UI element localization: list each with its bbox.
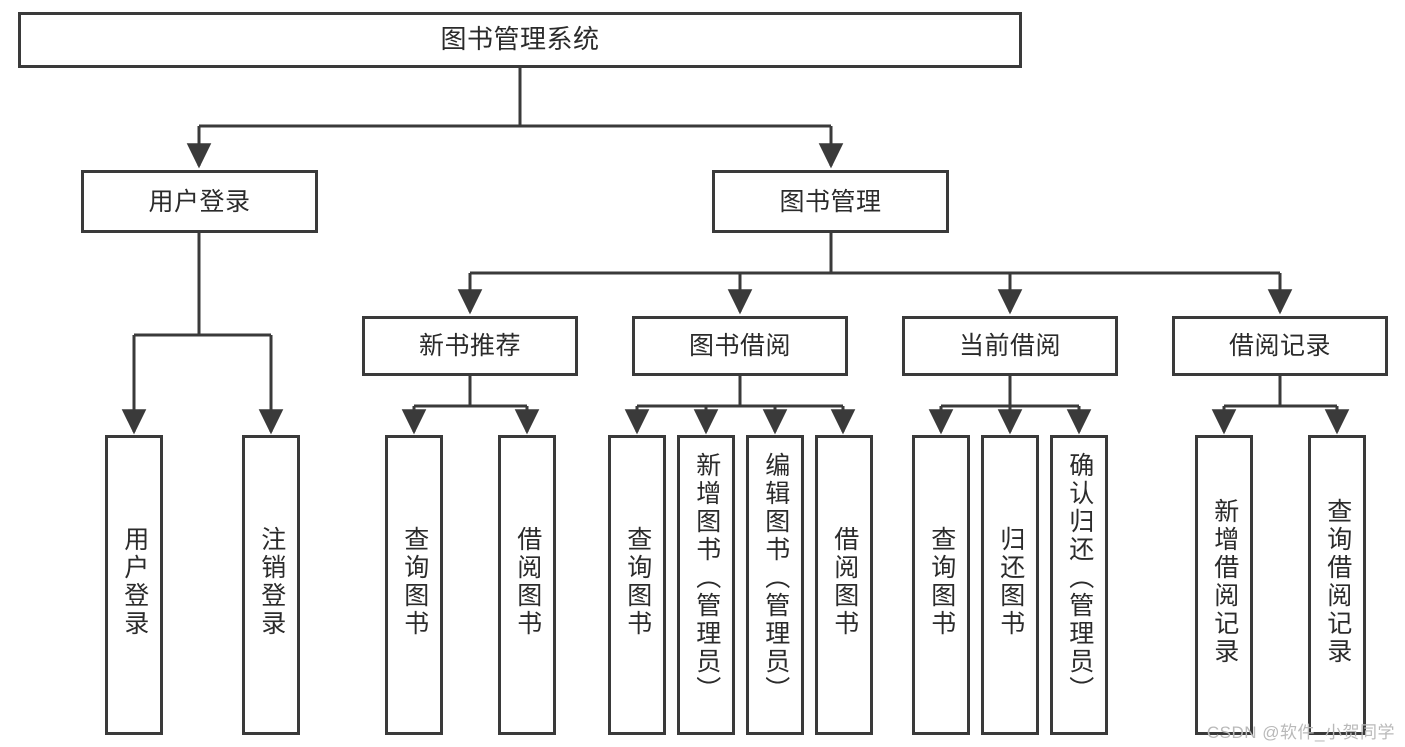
leaf-user-login[interactable]: 用户登录 (105, 435, 163, 735)
node-root-label: 图书管理系统 (440, 24, 600, 55)
leaf-query-record-label: 查询借阅记录 (1323, 498, 1352, 666)
leaf-confirm-return[interactable]: 确认归还（管理员） (1050, 435, 1108, 735)
leaf-add-book[interactable]: 新增图书（管理员） (677, 435, 735, 735)
leaf-add-record[interactable]: 新增借阅记录 (1195, 435, 1253, 735)
leaf-query-book-2-label: 查询图书 (623, 526, 652, 638)
csdn-watermark: CSDN @软件_小贺同学 (1206, 723, 1395, 742)
leaf-confirm-return-label: 确认归还（管理员） (1065, 452, 1094, 704)
leaf-logout-login[interactable]: 注销登录 (242, 435, 300, 735)
leaf-query-book-3[interactable]: 查询图书 (912, 435, 970, 735)
leaf-edit-book-label: 编辑图书（管理员） (761, 452, 790, 704)
leaf-borrow-book-2-label: 借阅图书 (830, 526, 859, 638)
node-book-borrow[interactable]: 图书借阅 (632, 316, 848, 376)
node-current-borrow[interactable]: 当前借阅 (902, 316, 1118, 376)
leaf-add-book-label: 新增图书（管理员） (692, 452, 721, 704)
leaf-edit-book[interactable]: 编辑图书（管理员） (746, 435, 804, 735)
node-user-login[interactable]: 用户登录 (81, 170, 318, 233)
node-book-management-label: 图书管理 (779, 187, 882, 216)
leaf-add-record-label: 新增借阅记录 (1210, 498, 1239, 666)
leaf-borrow-book-1-label: 借阅图书 (513, 526, 542, 638)
node-book-borrow-label: 图书借阅 (688, 332, 791, 360)
leaf-return-book-label: 归还图书 (996, 526, 1025, 638)
node-root[interactable]: 图书管理系统 (18, 12, 1022, 68)
node-user-login-label: 用户登录 (148, 187, 251, 216)
leaf-query-book-1-label: 查询图书 (400, 526, 429, 638)
leaf-query-book-2[interactable]: 查询图书 (608, 435, 666, 735)
node-borrow-record[interactable]: 借阅记录 (1172, 316, 1388, 376)
leaf-borrow-book-2[interactable]: 借阅图书 (815, 435, 873, 735)
node-book-management[interactable]: 图书管理 (712, 170, 949, 233)
leaf-query-book-1[interactable]: 查询图书 (385, 435, 443, 735)
node-current-borrow-label: 当前借阅 (958, 332, 1061, 360)
node-new-book-recommend-label: 新书推荐 (418, 332, 521, 360)
node-new-book-recommend[interactable]: 新书推荐 (362, 316, 578, 376)
leaf-user-login-label: 用户登录 (120, 526, 149, 638)
leaf-query-book-3-label: 查询图书 (927, 526, 956, 638)
leaf-logout-login-label: 注销登录 (257, 526, 286, 638)
leaf-return-book[interactable]: 归还图书 (981, 435, 1039, 735)
node-borrow-record-label: 借阅记录 (1228, 332, 1331, 360)
leaf-query-record[interactable]: 查询借阅记录 (1308, 435, 1366, 735)
leaf-borrow-book-1[interactable]: 借阅图书 (498, 435, 556, 735)
